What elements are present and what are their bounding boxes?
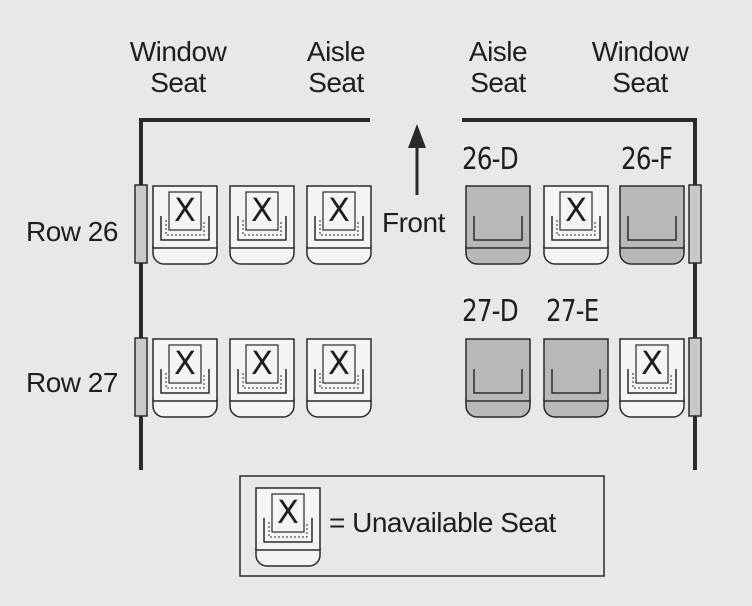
window-row-26-right <box>688 184 702 264</box>
seat-inner-dashed <box>632 373 672 389</box>
seat-armrest <box>551 216 601 241</box>
seat-armrest <box>627 216 677 241</box>
seat-back <box>465 338 531 402</box>
seat-inner-dashed <box>165 220 205 236</box>
seat-mark-box <box>322 344 356 384</box>
seat-inner-dashed <box>242 373 282 389</box>
seat-inner-dashed <box>242 220 282 236</box>
seat-inner-dashed <box>556 220 596 236</box>
seat-id-27-e: 27-E <box>546 294 599 329</box>
seat-mark-box <box>245 191 279 231</box>
seat-armrest <box>473 369 523 394</box>
legend-seat-icon <box>255 487 321 567</box>
seat-armrest <box>263 518 313 543</box>
seat-armrest <box>160 216 210 241</box>
seat-inner-dashed <box>319 373 359 389</box>
seat-26-f <box>619 185 685 265</box>
seat-26-c <box>306 185 372 265</box>
seat-26-e-x-icon: X <box>565 191 587 229</box>
seat-mark-box <box>559 191 593 231</box>
seat-26-d <box>465 185 531 265</box>
legend-text: = Unavailable Seat <box>329 507 556 538</box>
seat-armrest <box>551 369 601 394</box>
seat-27-f-x-icon: X <box>641 344 663 382</box>
header-left-window: Window Seat <box>129 36 227 98</box>
seat-armrest <box>237 369 287 394</box>
window-row-26-left <box>134 184 148 264</box>
seat-27-a-x-icon: X <box>174 344 196 382</box>
header-right-window: Window Seat <box>591 36 689 98</box>
seat-26-e <box>543 185 609 265</box>
seat-mark-box <box>245 344 279 384</box>
window-row-27-right <box>688 337 702 417</box>
seat-mark-box <box>635 344 669 384</box>
legend-x-icon: X <box>277 493 299 531</box>
seat-id-26-d: 26-D <box>462 142 519 177</box>
seat-inner-dashed <box>268 522 308 538</box>
seat-back <box>543 338 609 402</box>
seat-armrest <box>314 216 364 241</box>
front-arrow-icon <box>408 124 426 148</box>
row-label-27: Row 27 <box>26 367 118 398</box>
seat-26-c-x-icon: X <box>328 191 350 229</box>
seat-back <box>619 185 685 249</box>
seat-27-c <box>306 338 372 418</box>
seat-layer <box>152 185 685 567</box>
seat-id-27-d: 27-D <box>462 294 519 329</box>
seat-27-d <box>465 338 531 418</box>
seat-id-26-f: 26-F <box>621 142 673 177</box>
row-label-26: Row 26 <box>26 216 118 247</box>
seat-27-f <box>619 338 685 418</box>
seat-27-c-x-icon: X <box>328 344 350 382</box>
seat-armrest <box>237 216 287 241</box>
seat-inner-dashed <box>165 373 205 389</box>
seat-27-a <box>152 338 218 418</box>
seat-27-b <box>229 338 295 418</box>
seat-26-a-x-icon: X <box>174 191 196 229</box>
window-row-27-left <box>134 337 148 417</box>
seat-armrest <box>160 369 210 394</box>
front-label: Front <box>382 207 445 238</box>
seat-26-b <box>229 185 295 265</box>
seat-27-b-x-icon: X <box>251 344 273 382</box>
seat-inner-dashed <box>319 220 359 236</box>
seat-mark-box <box>168 344 202 384</box>
seat-back <box>465 185 531 249</box>
seat-armrest <box>473 216 523 241</box>
seat-27-e <box>543 338 609 418</box>
seat-armrest <box>314 369 364 394</box>
seat-mark-box <box>271 493 305 533</box>
seat-armrest <box>627 369 677 394</box>
seat-mark-box <box>322 191 356 231</box>
header-left-aisle: Aisle Seat <box>306 36 366 98</box>
legend-box <box>239 475 605 577</box>
seat-26-a <box>152 185 218 265</box>
header-right-aisle: Aisle Seat <box>468 36 528 98</box>
seat-26-b-x-icon: X <box>251 191 273 229</box>
seat-mark-box <box>168 191 202 231</box>
